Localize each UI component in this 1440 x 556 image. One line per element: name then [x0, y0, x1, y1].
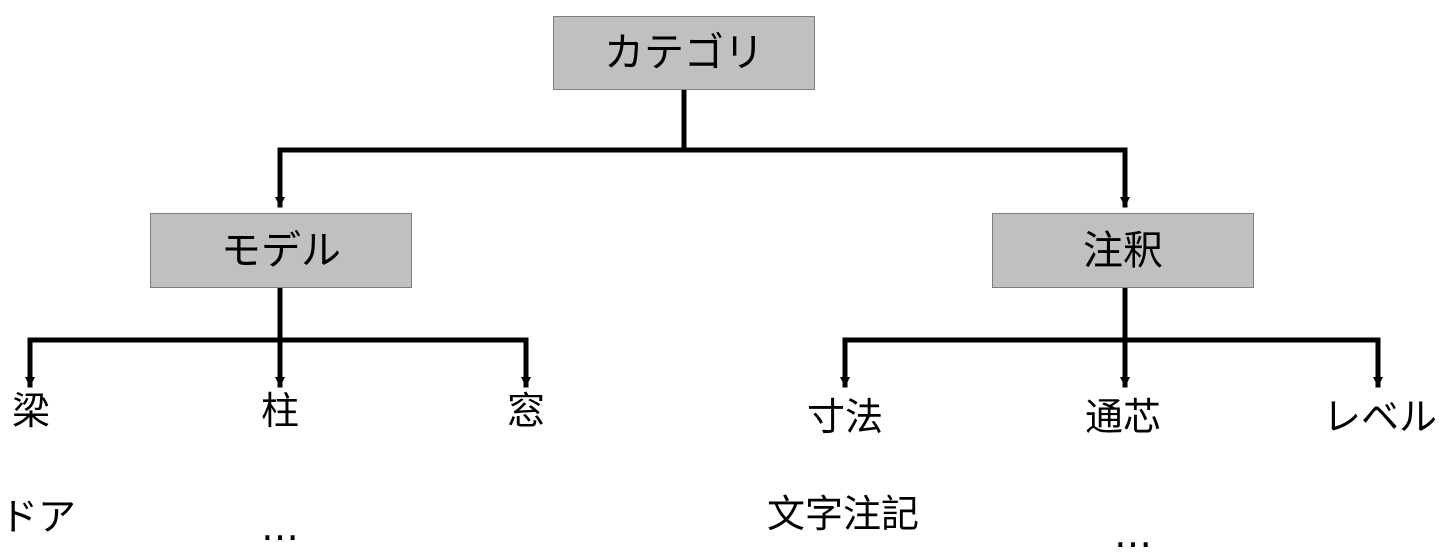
root-node-category: カテゴリ [553, 16, 815, 90]
branch-node-label: モデル [221, 227, 341, 274]
leaf-level: レベル [1322, 395, 1438, 439]
leaf-window: 窓 [506, 389, 546, 433]
branch-node-label: 注釈 [1083, 227, 1163, 274]
root-node-label: カテゴリ [604, 30, 764, 76]
leaf-door: ドア [0, 495, 77, 539]
leaf-dimension: 寸法 [806, 395, 884, 439]
branch-node-model: モデル [150, 213, 412, 288]
branch-node-annotation: 注釈 [992, 213, 1254, 288]
leaf-text-note: 文字注記 [766, 492, 920, 536]
leaf-more-annotation: … [1114, 512, 1152, 556]
leaf-more-model: … [261, 505, 299, 549]
leaf-grid: 通芯 [1084, 395, 1162, 439]
leaf-beam: 梁 [11, 389, 51, 433]
leaf-column: 柱 [260, 389, 300, 433]
